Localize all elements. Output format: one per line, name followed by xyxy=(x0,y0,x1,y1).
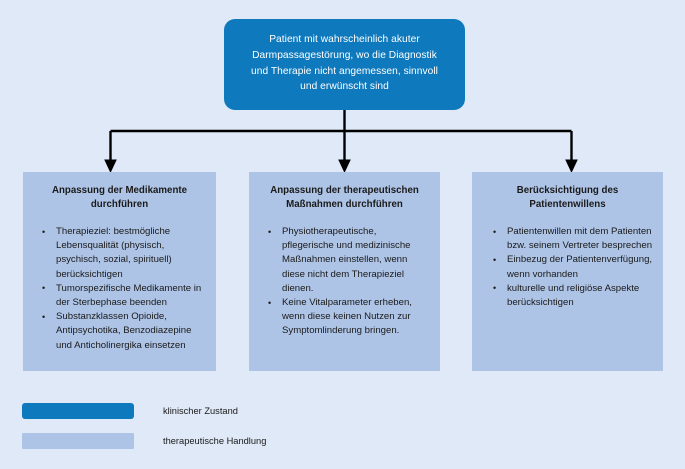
legend-row-clinical: klinischer Zustand xyxy=(22,403,266,419)
bullet-item: Therapieziel: bestmögliche Lebensqualitä… xyxy=(33,225,206,282)
legend-swatch-therapeutic-icon xyxy=(22,433,134,449)
root-node-label: Patient mit wahrscheinlich akuter Darmpa… xyxy=(251,34,438,93)
legend-swatch-clinical-icon xyxy=(22,403,134,419)
action-box-massnahmen: Anpassung der therapeutischen Maßnahmen … xyxy=(249,172,440,371)
root-node-clinical-state: Patient mit wahrscheinlich akuter Darmpa… xyxy=(224,19,465,110)
legend-row-therapeutic: therapeutische Handlung xyxy=(22,433,266,449)
action-box-medikamente: Anpassung der Medikamente durchführen Th… xyxy=(23,172,216,371)
bullet-item: Keine Vitalparameter erheben, wenn diese… xyxy=(259,296,430,339)
action-box-bullet-list: Physiotherapeutische, pflegerische und m… xyxy=(259,224,430,339)
action-box-title: Anpassung der therapeutischen Maßnahmen … xyxy=(270,185,419,210)
bullet-item: Einbezug der Patientenverfügung, wenn vo… xyxy=(482,253,653,281)
action-box-patientenwille: Berücksichtigung des Patientenwillens Pa… xyxy=(472,172,663,371)
action-box-bullet-list: Patientenwillen mit dem Patienten bzw. s… xyxy=(482,224,653,310)
legend-label-clinical: klinischer Zustand xyxy=(163,406,238,416)
legend-label-therapeutic: therapeutische Handlung xyxy=(163,436,267,446)
action-box-bullet-list: Therapieziel: bestmögliche Lebensqualitä… xyxy=(33,225,206,353)
bullet-item: Substanzklassen Opioide, Antipsychotika,… xyxy=(33,310,206,353)
bullet-item: Tumorspezifische Medikamente in der Ster… xyxy=(33,281,206,310)
bullet-item: kulturelle und religiöse Aspekte berücks… xyxy=(482,281,653,310)
action-box-title: Berücksichtigung des Patientenwillens xyxy=(516,185,619,210)
bullet-item: Patientenwillen mit dem Patienten bzw. s… xyxy=(482,224,653,253)
bullet-item: Physiotherapeutische, pflegerische und m… xyxy=(259,224,430,296)
legend: klinischer Zustand therapeutische Handlu… xyxy=(22,403,266,463)
action-box-title: Anpassung der Medikamente durchführen xyxy=(51,185,188,210)
